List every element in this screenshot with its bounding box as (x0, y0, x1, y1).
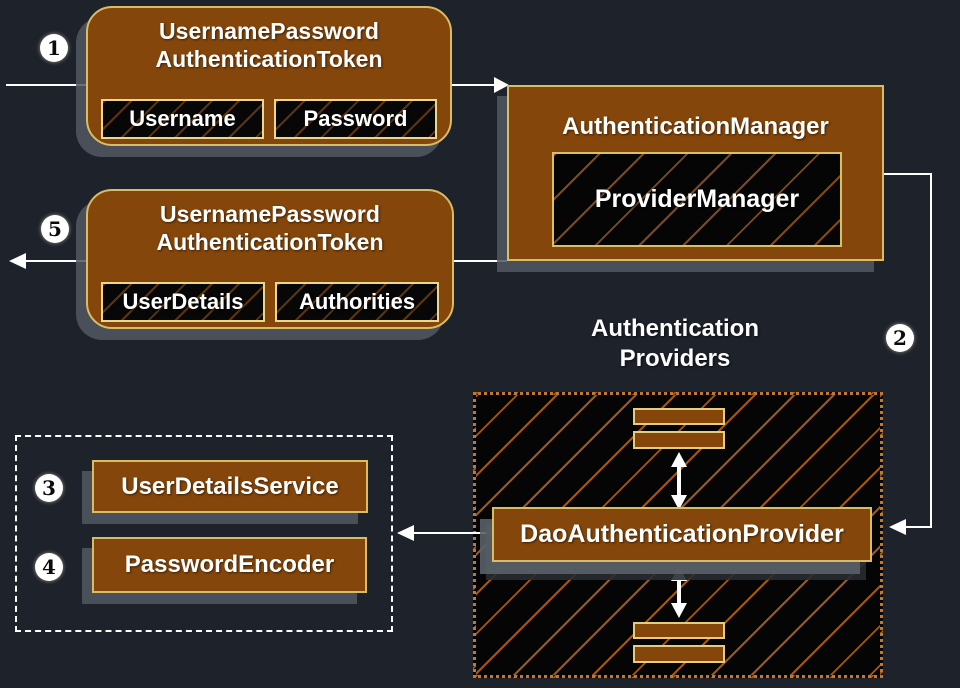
result-token-title: UsernamePassword AuthenticationToken (88, 191, 452, 256)
username-field-label: Username (129, 106, 236, 131)
request-token-title-line2: AuthenticationToken (155, 46, 383, 72)
request-token-title-line1: UsernamePassword (159, 18, 379, 44)
authorities-field-box: Authorities (275, 282, 439, 322)
result-token-box: UsernamePassword AuthenticationToken Use… (86, 189, 454, 329)
password-encoder-label: PasswordEncoder (124, 551, 335, 578)
arrow-provider-to-services (397, 525, 494, 541)
arrow-manager-to-providers (884, 173, 932, 535)
step-badge-4-number: 4 (42, 555, 56, 579)
provider-manager-label: ProviderManager (594, 185, 800, 213)
authentication-providers-label-line2: Providers (619, 345, 731, 372)
provider-placeholder-bar (633, 408, 725, 425)
provider-placeholder-bar (633, 645, 725, 663)
password-field-label: Password (303, 106, 408, 131)
authorities-field-label: Authorities (298, 289, 416, 314)
result-token-fields: UserDetails Authorities (88, 282, 452, 322)
step-badge-1-number: 1 (47, 36, 61, 60)
step-badge-5: 5 (41, 215, 69, 243)
provider-manager-box: ProviderManager (552, 152, 842, 247)
authentication-manager-title-text: AuthenticationManager (562, 113, 829, 140)
user-details-service-box: UserDetailsService (92, 460, 368, 513)
user-details-service-label: UserDetailsService (121, 472, 339, 500)
userdetails-field-box: UserDetails (101, 282, 265, 322)
provider-placeholder-bar (633, 431, 725, 449)
authentication-providers-label-line1: Authentication (591, 315, 759, 342)
request-token-title: UsernamePassword AuthenticationToken (88, 8, 450, 73)
request-token-fields: Username Password (88, 99, 450, 139)
step-badge-5-number: 5 (48, 217, 62, 241)
step-badge-1: 1 (40, 34, 68, 62)
result-token-title-line2: AuthenticationToken (156, 229, 384, 255)
username-field-box: Username (101, 99, 264, 139)
result-token-title-line1: UsernamePassword (160, 201, 380, 227)
password-field-box: Password (274, 99, 437, 139)
userdetails-field-label: UserDetails (122, 289, 244, 314)
step-badge-4: 4 (35, 553, 63, 581)
step-badge-2-number: 2 (893, 326, 907, 350)
dao-authentication-provider-label: DaoAuthenticationProvider (520, 520, 844, 548)
request-token-box: UsernamePassword AuthenticationToken Use… (86, 6, 452, 146)
authentication-manager-title: AuthenticationManager (509, 113, 882, 141)
step-badge-3-number: 3 (42, 476, 56, 500)
double-arrow-lower-provider (671, 566, 687, 618)
provider-placeholder-bar (633, 622, 725, 639)
password-encoder-box: PasswordEncoder (92, 537, 367, 593)
dao-authentication-provider-box: DaoAuthenticationProvider (492, 507, 872, 562)
authentication-manager-box: AuthenticationManager ProviderManager (507, 85, 884, 261)
authentication-providers-label: Authentication Providers (540, 314, 810, 374)
double-arrow-upper-provider (671, 452, 687, 510)
step-badge-3: 3 (35, 474, 63, 502)
step-badge-2: 2 (886, 324, 914, 352)
beans-dashed-container (15, 435, 393, 632)
